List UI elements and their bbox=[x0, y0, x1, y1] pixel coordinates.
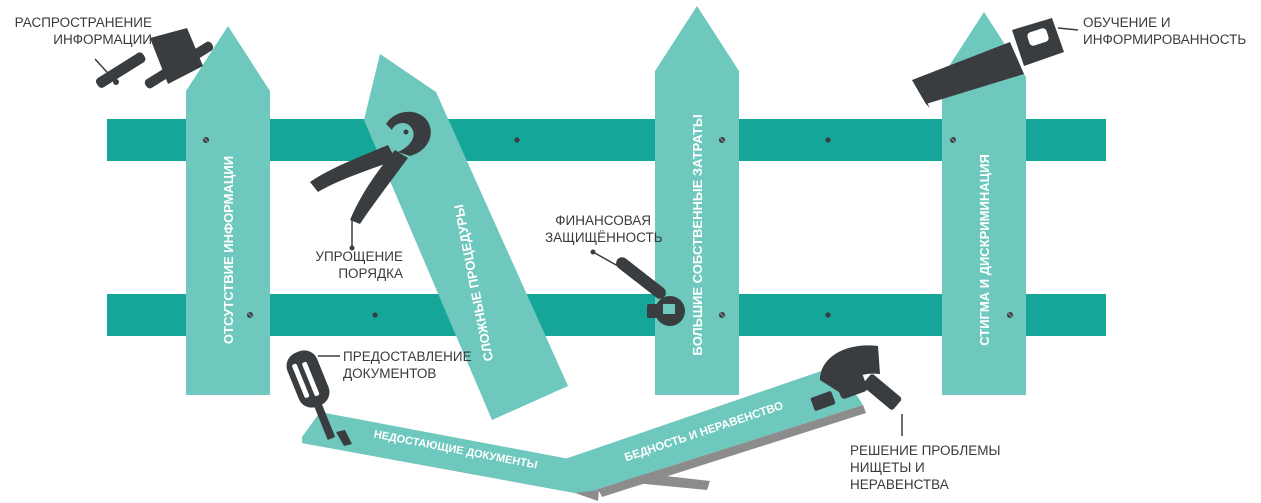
pliers-icon bbox=[310, 111, 431, 224]
saw-icon bbox=[912, 18, 1064, 108]
rail-nails bbox=[372, 137, 831, 318]
plank-poverty-shape bbox=[562, 368, 863, 489]
saw-pointer bbox=[1057, 27, 1079, 31]
bottom-rail bbox=[107, 294, 1106, 336]
label-saw: ОБУЧЕНИЕ И ИНФОРМИРОВАННОСТЬ bbox=[1083, 15, 1247, 47]
label-axe: РАСПРОСТРАНЕНИЕ ИНФОРМАЦИИ bbox=[14, 15, 152, 47]
label-pliers: УПРОЩЕНИЕ ПОРЯДКА bbox=[315, 249, 403, 281]
label-wrench: ФИНАНСОВАЯ ЗАЩИЩЁННОСТЬ bbox=[545, 213, 663, 245]
picket-stigma-label: СТИГМА И ДИСКРИМИНАЦИЯ bbox=[977, 154, 992, 346]
top-rail bbox=[107, 119, 1106, 161]
hammer-icon bbox=[810, 345, 902, 411]
plank-documents-shape bbox=[302, 412, 598, 493]
picket-info-label: ОТСУТСТВИЕ ИНФОРМАЦИИ bbox=[221, 156, 236, 344]
picket-costs: БОЛЬШИЕ СОБСТВЕННЫЕ ЗАТРАТЫ bbox=[655, 6, 739, 395]
fallen-plank-poverty: БЕДНОСТЬ И НЕРАВЕНСТВО bbox=[562, 368, 866, 497]
screwdriver-icon bbox=[286, 350, 352, 446]
axe-pointer bbox=[94, 58, 117, 83]
axe-icon bbox=[95, 28, 214, 89]
picket-info: ОТСУТСТВИЕ ИНФОРМАЦИИ bbox=[186, 26, 270, 395]
label-screwdriver: ПРЕДОСТАВЛЕНИЕ ДОКУМЕНТОВ bbox=[343, 349, 472, 381]
picket-stigma: СТИГМА И ДИСКРИМИНАЦИЯ bbox=[942, 12, 1026, 395]
fallen-plank-documents: НЕДОСТАЮЩИЕ ДОКУМЕНТЫ bbox=[302, 412, 599, 501]
wrench-pointer bbox=[592, 251, 619, 267]
label-hammer: РЕШЕНИЕ ПРОБЛЕМЫ НИЩЕТЫ И НЕРАВЕНСТВА bbox=[850, 443, 1001, 492]
wrench-icon bbox=[616, 257, 685, 326]
picket-costs-label: БОЛЬШИЕ СОБСТВЕННЫЕ ЗАТРАТЫ bbox=[690, 114, 705, 355]
